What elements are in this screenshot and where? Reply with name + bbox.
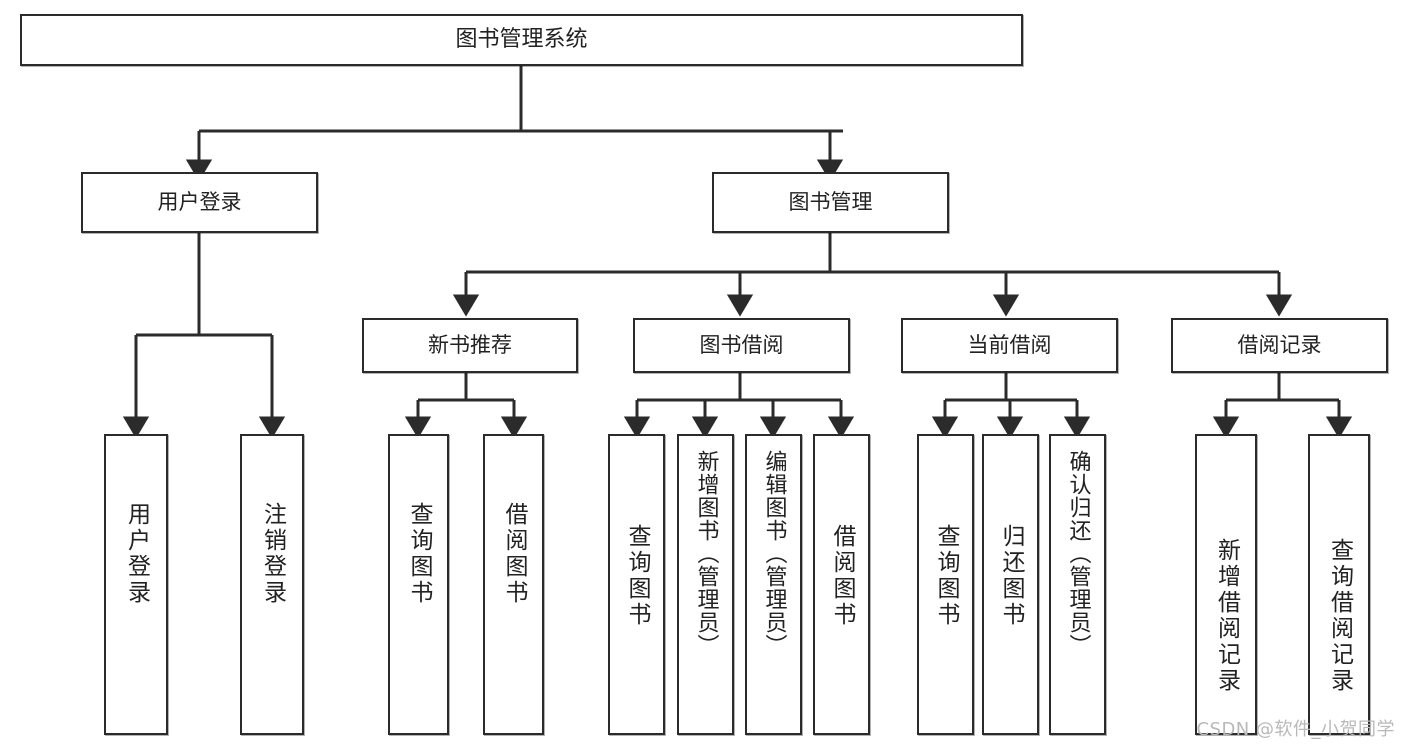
node-user-login[interactable]: 用户登录 (81, 172, 318, 233)
node-label: 查询借阅记录 (1326, 538, 1353, 694)
node-label: 新书推荐 (428, 332, 512, 357)
node-label: 借阅记录 (1237, 332, 1322, 357)
node-root-system[interactable]: 图书管理系统 (20, 14, 1023, 66)
node-label: 确认归还（管理员） (1065, 450, 1091, 657)
node-label: 查询图书 (933, 524, 959, 628)
leaf-borrow-book-recommend[interactable]: 借阅图书 (483, 434, 544, 735)
node-label: 注销登录 (259, 502, 286, 606)
node-label: 图书管理 (788, 189, 873, 214)
leaf-query-borrow-record[interactable]: 查询借阅记录 (1308, 434, 1370, 735)
node-new-book-recommend[interactable]: 新书推荐 (362, 318, 578, 373)
leaf-edit-book-admin[interactable]: 编辑图书（管理员） (745, 434, 802, 735)
node-label: 用户登录 (123, 502, 150, 606)
node-label: 借阅图书 (829, 524, 855, 628)
leaf-add-book-admin[interactable]: 新增图书（管理员） (677, 434, 734, 735)
leaf-add-borrow-record[interactable]: 新增借阅记录 (1195, 434, 1257, 735)
leaf-logout[interactable]: 注销登录 (240, 434, 304, 735)
leaf-query-book-borrow[interactable]: 查询图书 (608, 434, 665, 735)
node-label: 查询图书 (624, 524, 650, 628)
leaf-query-book-current[interactable]: 查询图书 (917, 434, 974, 735)
node-borrow-record[interactable]: 借阅记录 (1171, 318, 1388, 373)
node-label: 图书借阅 (699, 332, 784, 357)
node-label: 借阅图书 (501, 502, 527, 606)
node-label: 新增借阅记录 (1213, 538, 1240, 694)
node-label: 编辑图书（管理员） (761, 450, 787, 657)
node-label: 查询图书 (406, 502, 432, 606)
leaf-confirm-return-admin[interactable]: 确认归还（管理员） (1049, 434, 1106, 735)
watermark: CSDN @软件_小贺同学 (1196, 719, 1395, 740)
node-current-borrow[interactable]: 当前借阅 (901, 318, 1118, 373)
leaf-user-login[interactable]: 用户登录 (104, 434, 168, 735)
node-label: 新增图书（管理员） (693, 450, 719, 657)
node-label: 用户登录 (157, 189, 242, 214)
node-label: 当前借阅 (967, 332, 1052, 357)
leaf-query-book-recommend[interactable]: 查询图书 (388, 434, 449, 735)
node-book-borrow[interactable]: 图书借阅 (633, 318, 850, 373)
leaf-return-book[interactable]: 归还图书 (982, 434, 1039, 735)
leaf-borrow-book[interactable]: 借阅图书 (813, 434, 870, 735)
node-label: 图书管理系统 (455, 26, 588, 52)
node-label: 归还图书 (998, 524, 1024, 628)
node-book-management[interactable]: 图书管理 (712, 172, 949, 233)
